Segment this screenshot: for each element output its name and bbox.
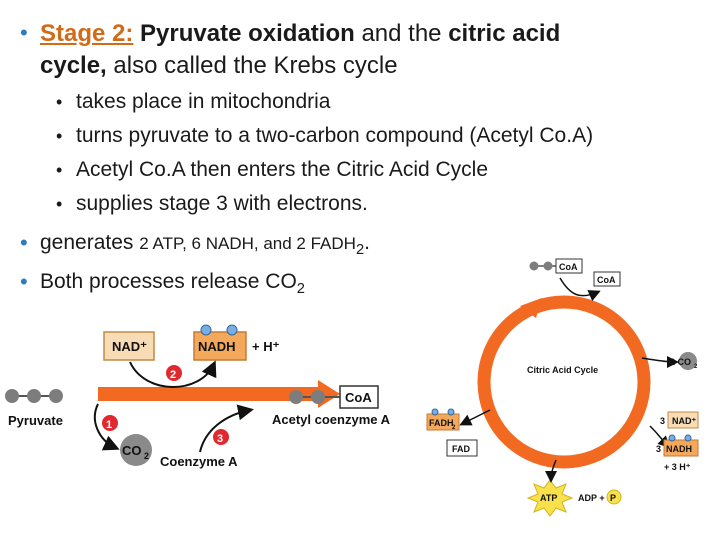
step-1-number: 1 bbox=[106, 419, 112, 431]
fadh2-sub: 2 bbox=[452, 425, 456, 431]
electron-dot bbox=[684, 434, 692, 442]
sub-bullet: supplies stage 3 with electrons. bbox=[76, 192, 368, 215]
slide-title: Stage 2: Pyruvate oxidation and the citr… bbox=[40, 18, 700, 82]
nadh-label: NADH bbox=[198, 339, 236, 354]
h-right-label: + 3 H⁺ bbox=[664, 462, 691, 472]
citric-acid-cycle-ring bbox=[477, 295, 651, 469]
both-sub: 2 bbox=[296, 281, 305, 298]
bullet-generates: generates 2 ATP, 6 NADH, and 2 FADH2. bbox=[40, 231, 370, 258]
nad-plus-box: NAD⁺ bbox=[103, 331, 155, 361]
nadh-right-box bbox=[663, 439, 699, 457]
step-3-number: 3 bbox=[217, 433, 223, 445]
atp-burst bbox=[526, 479, 574, 517]
title-connector: and the bbox=[354, 20, 449, 47]
fad-box bbox=[446, 439, 478, 457]
sub-bullet: turns pyruvate to a two-carbon compound … bbox=[76, 124, 594, 147]
electron-dot bbox=[431, 408, 439, 416]
fadh2-box bbox=[426, 413, 460, 431]
stage-label: Stage 2: bbox=[40, 20, 134, 47]
nad-right-box bbox=[667, 411, 699, 429]
three-nadh-count: 3 bbox=[656, 444, 661, 454]
both-text: Both processes release CO bbox=[40, 270, 297, 293]
bullet-marker: • bbox=[20, 230, 28, 255]
bullet-both: Both processes release CO2 bbox=[40, 270, 305, 297]
sub-bullet-marker: • bbox=[56, 160, 63, 180]
nad-plus-label: NAD⁺ bbox=[112, 339, 147, 354]
nadh-right-label: NADH bbox=[666, 444, 692, 454]
cycle-arrowhead bbox=[520, 298, 542, 318]
co2-molecule: CO 2 bbox=[120, 434, 152, 466]
co2-sub: 2 bbox=[144, 451, 149, 461]
step-3-badge bbox=[213, 429, 229, 445]
atp-arrow bbox=[545, 459, 558, 483]
nadh-box: NADH bbox=[193, 324, 247, 361]
cycle-label: Citric Acid Cycle bbox=[527, 365, 598, 375]
coenzyme-a-label: Coenzyme A bbox=[160, 454, 238, 469]
step-2-badge bbox=[166, 365, 182, 381]
title-cycle: cycle, bbox=[40, 52, 107, 79]
two-co2-sub: 2 bbox=[694, 364, 698, 370]
three-nad-count: 3 bbox=[660, 416, 665, 426]
acetyl-coa-label: Acetyl coenzyme A bbox=[272, 412, 391, 427]
phosphate-icon bbox=[606, 489, 622, 505]
sub-bullet: takes place in mitochondria bbox=[76, 90, 331, 113]
co2-release-arrow bbox=[641, 355, 679, 368]
pyruvate-label: Pyruvate bbox=[8, 413, 63, 428]
pyruvate-molecule bbox=[5, 389, 63, 403]
co2-label: CO bbox=[122, 443, 142, 458]
title-krebs: also called the Krebs cycle bbox=[106, 52, 398, 79]
title-citric-acid: citric acid bbox=[448, 20, 561, 47]
generates-sub: 2 bbox=[355, 242, 365, 259]
h-plus-label: + H⁺ bbox=[252, 339, 280, 354]
title-pyruvate-oxidation: Pyruvate oxidation bbox=[140, 20, 355, 47]
coa-right-label: CoA bbox=[597, 275, 616, 285]
coa-top-label: CoA bbox=[559, 262, 578, 272]
bullet-marker: • bbox=[20, 269, 28, 294]
step-1-badge bbox=[102, 415, 118, 431]
fad-label: FAD bbox=[452, 444, 471, 454]
nad-to-nadh-arrow bbox=[129, 360, 217, 388]
p-label: P bbox=[610, 493, 616, 503]
coa-molecule: CoA bbox=[289, 385, 379, 409]
coa-release-arrow bbox=[559, 277, 601, 302]
generates-suffix: . bbox=[364, 231, 370, 254]
atp-label: ATP bbox=[540, 493, 557, 503]
electron-dot bbox=[668, 434, 676, 442]
to-co2-arrow bbox=[93, 403, 120, 451]
nad-right-label: NAD⁺ bbox=[672, 416, 696, 426]
two-co2-molecule bbox=[679, 352, 697, 370]
coa-label: CoA bbox=[345, 390, 372, 405]
sub-bullet: Acetyl Co.A then enters the Citric Acid … bbox=[76, 158, 489, 181]
coenzyme-arrow bbox=[199, 404, 254, 453]
coa-top-molecule: CoA bbox=[529, 258, 583, 274]
two-co2-label: 2 CO bbox=[670, 357, 691, 367]
generates-values: 2 ATP, 6 NADH, and 2 FADH bbox=[139, 234, 356, 253]
fad-arrow bbox=[459, 409, 491, 426]
adp-label: ADP + bbox=[578, 493, 605, 503]
sub-bullet-marker: • bbox=[56, 126, 63, 146]
bullet-marker: • bbox=[20, 20, 28, 45]
electron-dot bbox=[447, 408, 455, 416]
generates-prefix: generates bbox=[40, 231, 140, 254]
coa-right-box bbox=[593, 271, 621, 287]
reaction-arrow-shaft bbox=[98, 387, 318, 401]
step-2-number: 2 bbox=[170, 369, 176, 381]
sub-bullet-marker: • bbox=[56, 194, 63, 214]
sub-bullet-marker: • bbox=[56, 92, 63, 112]
fadh2-label: FADH bbox=[429, 418, 454, 428]
